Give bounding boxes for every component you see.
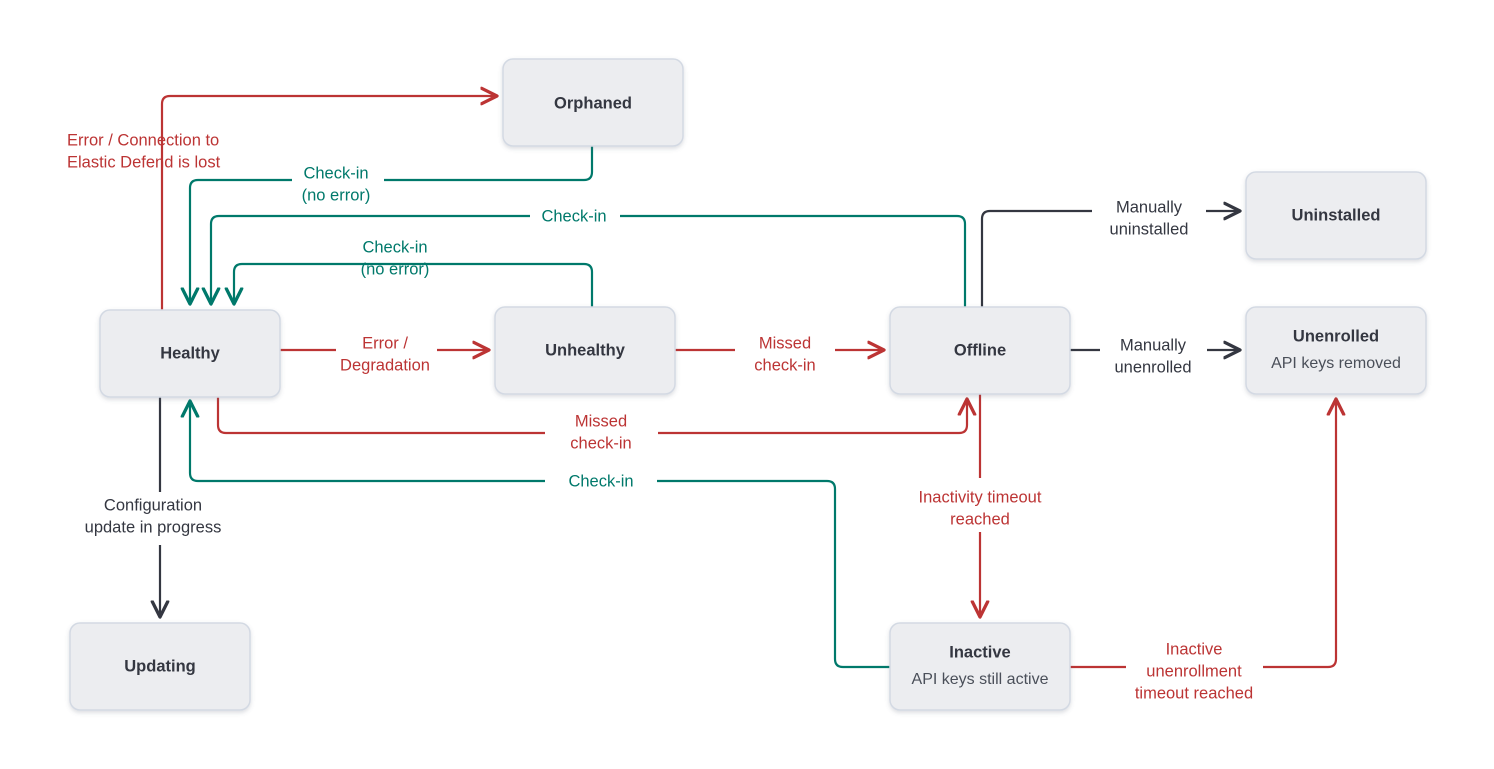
label-bg xyxy=(350,238,442,259)
label-offline-to-inactive-line2: reached xyxy=(950,510,1010,528)
label-offline-to-unenrolled-line2: unenrolled xyxy=(1114,358,1191,376)
label-bg xyxy=(530,206,620,227)
node-healthy[interactable]: Healthy xyxy=(99,309,281,398)
label-inactive-to-healthy: Check-in xyxy=(557,471,645,492)
label-bg xyxy=(557,471,645,492)
label-offline-to-uninstalled-line2: uninstalled xyxy=(1110,220,1189,238)
edge-healthy-to-orphaned xyxy=(160,96,497,310)
label-healthy-to-orphaned-line2: Elastic Defend is lost xyxy=(67,153,221,171)
node-unenrolled-box[interactable] xyxy=(1245,306,1427,395)
node-unhealthy-title: Unhealthy xyxy=(545,341,626,359)
label-bg xyxy=(292,164,384,185)
node-updating[interactable]: Updating xyxy=(69,622,251,711)
label-inactive-to-healthy-line1: Check-in xyxy=(568,472,633,490)
label-healthy-to-unhealthy-line1: Error / xyxy=(362,334,408,352)
label-inactive-to-unenrolled: Inactive unenrollment timeout reached xyxy=(1135,640,1253,702)
label-inactive-to-unenrolled-line3: timeout reached xyxy=(1135,684,1253,702)
label-unhealthy-to-offline: Missed check-in xyxy=(754,334,815,374)
label-healthy-to-unhealthy-line2: Degradation xyxy=(340,356,430,374)
edge-healthy-to-offline xyxy=(216,397,967,435)
label-offline-to-uninstalled: Manually uninstalled xyxy=(1110,198,1189,238)
node-offline-box[interactable] xyxy=(889,306,1071,395)
label-healthy-to-updating: Configuration update in progress xyxy=(85,496,222,536)
label-offline-to-unenrolled: Manually unenrolled xyxy=(1114,336,1191,376)
label-unhealthy-to-healthy-line2: (no error) xyxy=(361,260,430,278)
label-healthy-to-orphaned-line1: Error / Connection to xyxy=(67,131,219,149)
node-uninstalled-title: Uninstalled xyxy=(1292,206,1381,224)
label-inactive-to-unenrolled-line2: unenrollment xyxy=(1146,662,1242,680)
label-offline-to-healthy-line1: Check-in xyxy=(541,207,606,225)
node-healthy-box[interactable] xyxy=(99,309,281,398)
label-unhealthy-to-offline-line1: Missed xyxy=(759,334,811,352)
node-unhealthy[interactable]: Unhealthy xyxy=(494,306,676,395)
node-updating-title: Updating xyxy=(124,657,196,675)
node-updating-box[interactable] xyxy=(69,622,251,711)
node-inactive[interactable]: Inactive API keys still active xyxy=(889,622,1071,711)
node-orphaned[interactable]: Orphaned xyxy=(502,58,684,147)
label-orphaned-to-healthy: Check-in (no error) xyxy=(292,164,384,204)
edge-offline-to-healthy xyxy=(211,214,967,307)
label-healthy-to-offline: Missed check-in xyxy=(570,412,631,452)
label-healthy-to-updating-line2: update in progress xyxy=(85,518,222,536)
node-unenrolled-title: Unenrolled xyxy=(1293,327,1379,345)
node-uninstalled[interactable]: Uninstalled xyxy=(1245,171,1427,260)
node-offline[interactable]: Offline xyxy=(889,306,1071,395)
node-offline-title: Offline xyxy=(954,341,1006,359)
label-offline-to-unenrolled-line1: Manually xyxy=(1120,336,1187,354)
node-orphaned-title: Orphaned xyxy=(554,94,632,112)
label-offline-to-inactive-line1: Inactivity timeout xyxy=(919,488,1042,506)
node-orphaned-box[interactable] xyxy=(502,58,684,147)
edge-offline-to-uninstalled xyxy=(980,211,1240,307)
label-offline-to-inactive: Inactivity timeout reached xyxy=(919,488,1042,528)
node-unenrolled[interactable]: Unenrolled API keys removed xyxy=(1245,306,1427,395)
node-layer: Orphaned Healthy Unhealthy Offline Unins… xyxy=(69,58,1427,711)
label-offline-to-healthy: Check-in xyxy=(530,206,620,227)
label-healthy-to-unhealthy: Error / Degradation xyxy=(340,334,430,374)
node-uninstalled-box[interactable] xyxy=(1245,171,1427,260)
label-healthy-to-offline-line2: check-in xyxy=(570,434,631,452)
label-unhealthy-to-healthy: Check-in (no error) xyxy=(350,238,442,278)
node-inactive-subtitle: API keys still active xyxy=(912,671,1049,688)
label-orphaned-to-healthy-line2: (no error) xyxy=(302,186,371,204)
node-inactive-box[interactable] xyxy=(889,622,1071,711)
label-healthy-to-offline-line1: Missed xyxy=(575,412,627,430)
node-unenrolled-subtitle: API keys removed xyxy=(1271,355,1401,372)
node-unhealthy-box[interactable] xyxy=(494,306,676,395)
label-unhealthy-to-healthy-line1: Check-in xyxy=(362,238,427,256)
node-healthy-title: Healthy xyxy=(160,344,220,362)
label-offline-to-uninstalled-line1: Manually xyxy=(1116,198,1183,216)
node-inactive-title: Inactive xyxy=(949,643,1010,661)
edge-label-layer: Error / Connection to Elastic Defend is … xyxy=(67,131,1253,702)
label-inactive-to-unenrolled-line1: Inactive xyxy=(1166,640,1223,658)
edge-inactive-to-healthy xyxy=(190,401,890,669)
edge-orphaned-to-healthy xyxy=(190,146,594,304)
label-unhealthy-to-offline-line2: check-in xyxy=(754,356,815,374)
edge-inactive-to-unenrolled xyxy=(1070,399,1336,669)
label-healthy-to-updating-line1: Configuration xyxy=(104,496,202,514)
label-healthy-to-orphaned: Error / Connection to Elastic Defend is … xyxy=(67,131,221,171)
label-orphaned-to-healthy-line1: Check-in xyxy=(303,164,368,182)
edge-unhealthy-to-healthy xyxy=(234,262,594,307)
